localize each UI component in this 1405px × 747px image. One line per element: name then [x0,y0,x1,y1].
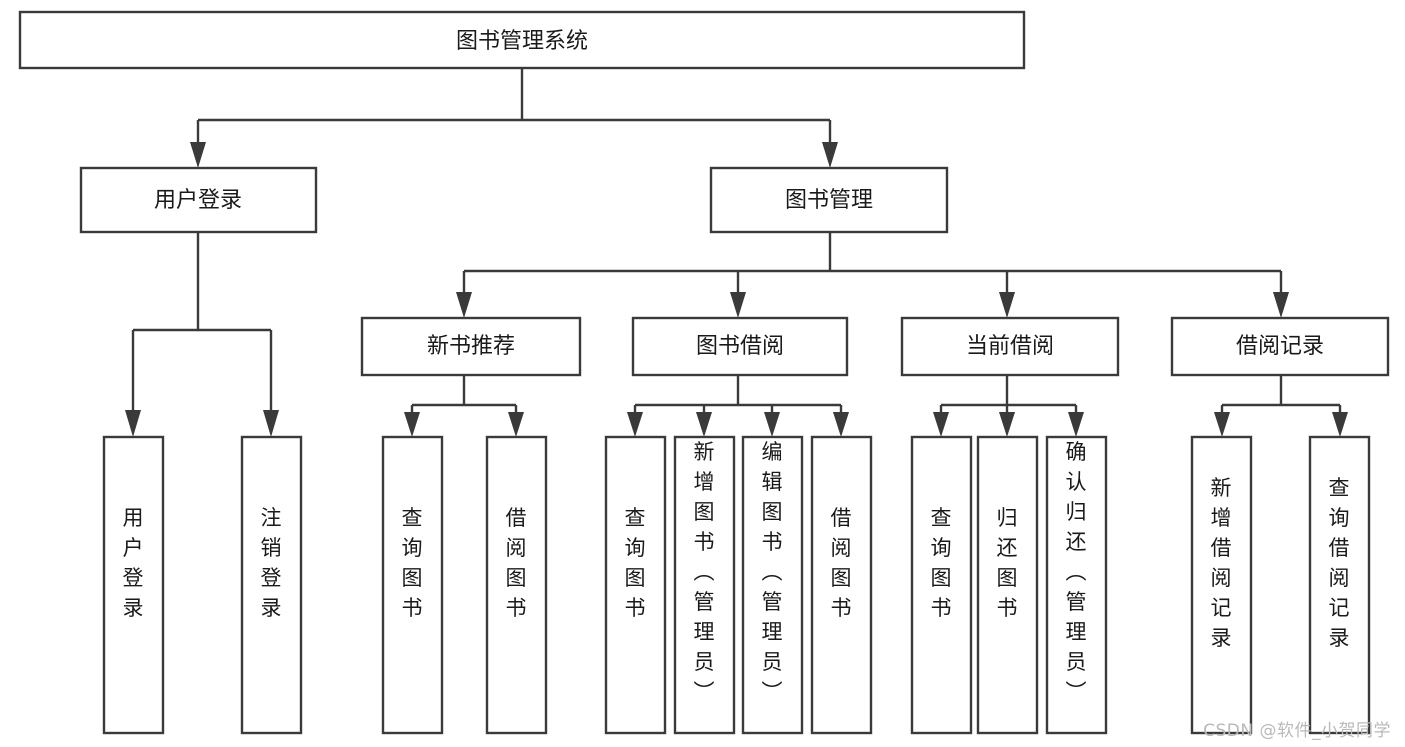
arrow-head-nb-leaf1 [404,412,420,437]
arrow-head-bb-leaf1 [627,412,643,437]
leaf-br-add-label: 新增借阅记录 [1211,476,1232,650]
leaf-node-cb-confirm-return[interactable]: 确认归还︵管理员︶ [1045,435,1108,735]
connector-group-borrow-record-to-leaves [1214,375,1348,437]
arrow-head-br-leaf1 [1214,412,1230,437]
leaf-node-br-query-record[interactable]: 查询借阅记录 [1308,435,1371,735]
node-root-system[interactable]: 图书管理系统 [18,10,1026,70]
connector-group-root-to-level2 [190,68,838,168]
node-root-label: 图书管理系统 [456,29,588,54]
arrow-head-new-book [456,292,472,318]
node-borrow-record[interactable]: 借阅记录 [1170,316,1390,377]
arrow-head-borrow-record [1273,292,1289,318]
arrow-head-cb-leaf3 [1068,412,1084,437]
node-current-borrow[interactable]: 当前借阅 [900,316,1120,377]
arrow-head-book-borrow [730,292,746,318]
leaf-br-query-box[interactable] [1308,435,1371,735]
node-root-box[interactable] [18,10,1026,70]
leaf-nb-borrow-box[interactable] [485,435,548,735]
leaf-bb-add-label: 新增图书︵管理员︶ [694,440,715,704]
leaf-node-br-add-record[interactable]: 新增借阅记录 [1190,435,1253,735]
leaf-bb-edit-label: 编辑图书︵管理员︶ [762,440,783,704]
arrow-head-nb-leaf2 [508,412,524,437]
leaf-br-add-box[interactable] [1190,435,1253,735]
leaf-node-bb-add-book[interactable]: 新增图书︵管理员︶ [673,435,736,735]
connector-group-book-manage-to-level3 [456,232,1289,318]
arrow-head-cb-leaf2 [999,412,1015,437]
leaf-bb-edit-box[interactable] [741,435,804,735]
leaf-bb-search-box[interactable] [604,435,667,735]
arrow-head-user-login [190,142,206,168]
leaf-cb-confirm-box[interactable] [1045,435,1108,735]
leaf-cb-search-label: 查询图书 [931,506,952,620]
leaf-node-cb-return-book[interactable]: 归还图书 [976,435,1039,735]
leaf-bb-search-label: 查询图书 [625,506,646,620]
leaf-node-logout[interactable]: 注销登录 [240,435,303,735]
leaf-cb-return-label: 归还图书 [997,506,1018,620]
node-user-login[interactable]: 用户登录 [79,166,318,234]
leaf-node-bb-borrow-book[interactable]: 借阅图书 [810,435,873,735]
arrow-head-current-borrow [999,292,1015,318]
csdn-watermark: CSDN @软件_小贺同学 [1203,721,1391,741]
node-book-manage-label: 图书管理 [785,188,873,213]
leaf-nb-borrow-label: 借阅图书 [506,506,527,620]
leaf-node-bb-search-book[interactable]: 查询图书 [604,435,667,735]
node-new-book-box[interactable] [360,316,582,377]
leaf-bb-borrow-label: 借阅图书 [831,506,852,620]
arrow-head-leaf-user-login [125,410,141,437]
leaf-cb-return-box[interactable] [976,435,1039,735]
connector-group-new-book-to-leaves [404,375,524,437]
leaf-node-bb-edit-book[interactable]: 编辑图书︵管理员︶ [741,435,804,735]
leaf-br-query-label: 查询借阅记录 [1329,476,1350,650]
connector-group-user-login-to-leaves [125,232,279,437]
node-book-borrow-label: 图书借阅 [696,334,784,359]
leaf-logout-box[interactable] [240,435,303,735]
node-user-login-label: 用户登录 [154,188,242,213]
node-book-borrow-box[interactable] [631,316,849,377]
node-book-manage[interactable]: 图书管理 [709,166,949,234]
leaf-nb-search-box[interactable] [381,435,444,735]
node-new-book-recommend[interactable]: 新书推荐 [360,316,582,377]
leaf-node-cb-search-book[interactable]: 查询图书 [910,435,973,735]
node-borrow-record-box[interactable] [1170,316,1390,377]
arrow-head-book-manage [822,142,838,168]
connector-group-current-borrow-to-leaves [933,375,1084,437]
node-book-manage-box[interactable] [709,166,949,234]
leaf-bb-add-box[interactable] [673,435,736,735]
leaf-cb-confirm-label: 确认归还︵管理员︶ [1066,440,1087,704]
leaf-user-login-box[interactable] [102,435,165,735]
leaf-nb-search-label: 查询图书 [402,506,423,620]
arrow-head-br-leaf2 [1332,412,1348,437]
node-current-borrow-box[interactable] [900,316,1120,377]
leaf-bb-borrow-box[interactable] [810,435,873,735]
leaf-cb-search-box[interactable] [910,435,973,735]
arrow-head-cb-leaf1 [933,412,949,437]
node-new-book-label: 新书推荐 [427,334,515,359]
node-current-borrow-label: 当前借阅 [966,334,1054,359]
leaf-node-nb-search-book[interactable]: 查询图书 [381,435,444,735]
arrow-head-bb-leaf3 [764,412,780,437]
arrow-head-bb-leaf2 [696,412,712,437]
leaf-node-nb-borrow-book[interactable]: 借阅图书 [485,435,548,735]
node-book-borrow[interactable]: 图书借阅 [631,316,849,377]
leaf-logout-label: 注销登录 [261,506,282,620]
node-user-login-box[interactable] [79,166,318,234]
connector-group-book-borrow-to-leaves [627,375,849,437]
arrow-head-bb-leaf4 [833,412,849,437]
leaf-node-user-login[interactable]: 用户登录 [102,435,165,735]
node-borrow-record-label: 借阅记录 [1236,334,1324,359]
leaf-user-login-label: 用户登录 [123,506,144,620]
arrow-head-leaf-logout [263,410,279,437]
